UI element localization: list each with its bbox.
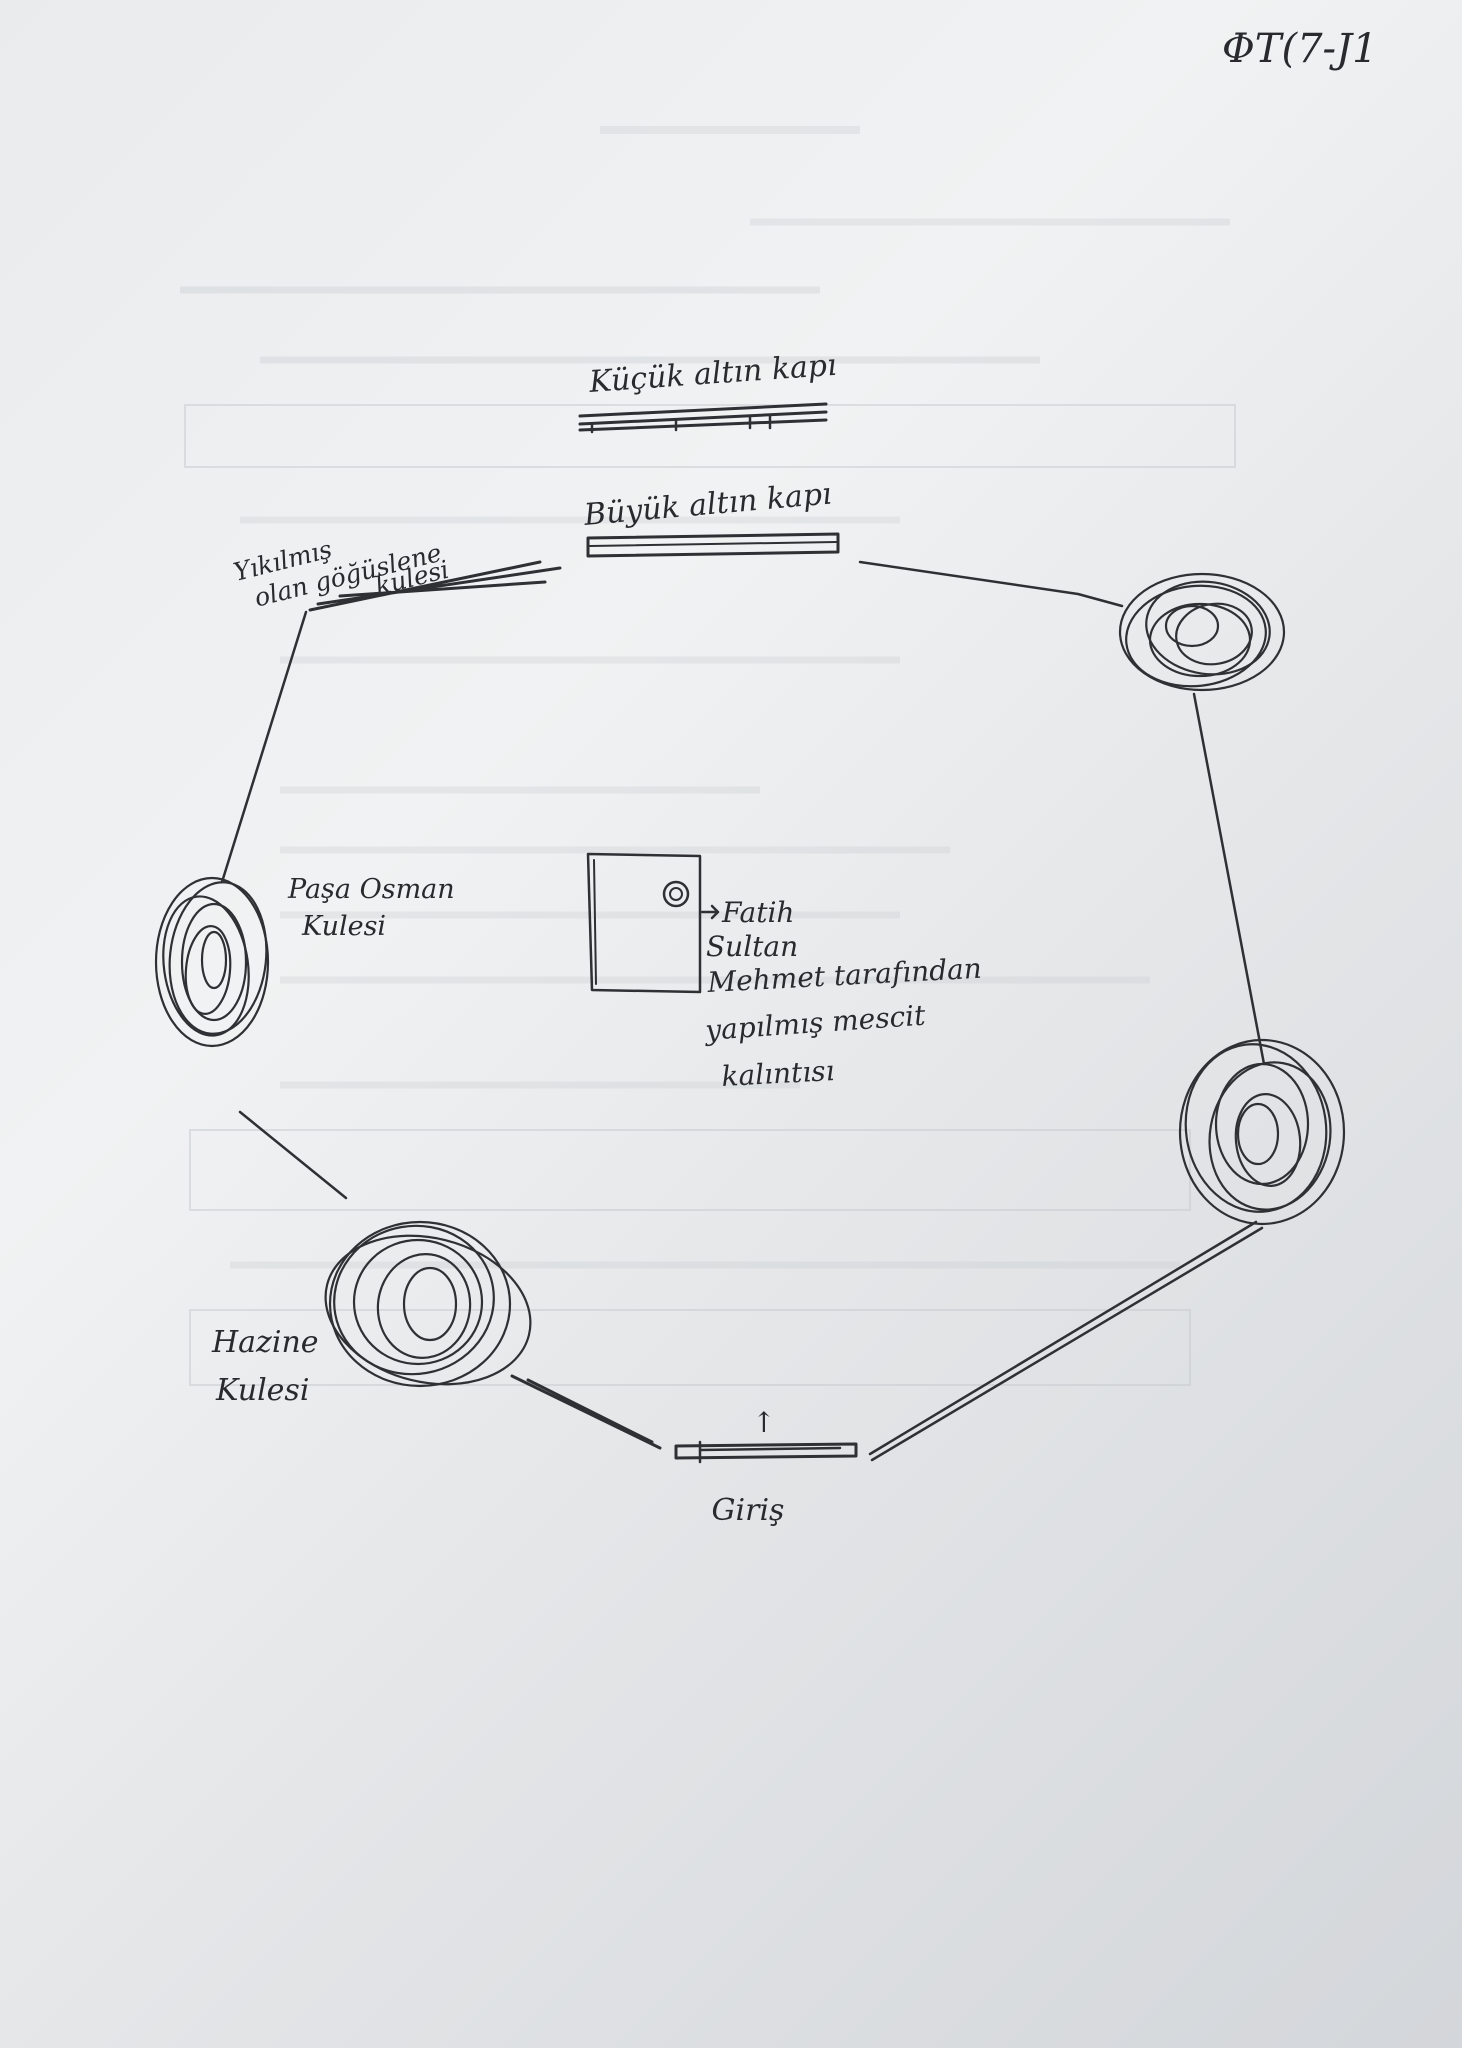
wall-south-east <box>868 1220 1264 1462</box>
bleed-through-text <box>180 126 1236 1386</box>
hazine-tower-label-line-1: Hazine <box>211 1325 319 1360</box>
fortress-walls <box>220 560 1266 1462</box>
tower-pasa-osman <box>154 876 270 1048</box>
wall-west-lower <box>238 1110 348 1200</box>
page-code: ΦT(7-J1 <box>1222 26 1378 72</box>
big-gate-label: Büyük altın kapı <box>582 476 833 533</box>
mosque-label-line-1: Fatih <box>721 896 794 929</box>
tower-east <box>1178 1038 1346 1226</box>
wall-west-upper <box>220 610 308 884</box>
mosque-remains-symbol <box>586 852 720 994</box>
destroyed-tower-label: Yıkılmış olan göğüslene kulesi <box>231 534 452 612</box>
entrance-symbol <box>674 1440 858 1464</box>
wall-destroyed-section <box>308 560 562 612</box>
entrance-arrow: ↑ <box>752 1406 775 1439</box>
small-gate-symbol <box>578 402 828 434</box>
entrance-label: Giriş <box>712 1493 785 1528</box>
hazine-tower-label-line-2: Kulesi <box>215 1373 309 1408</box>
big-gate-symbol <box>586 532 840 558</box>
tower-north-east <box>1118 572 1286 692</box>
pasa-tower-label-line-1: Paşa Osman <box>287 874 455 905</box>
tower-hazine <box>324 1220 532 1388</box>
small-gate-label: Küçük altın kapı <box>587 348 838 400</box>
mosque-label-line-5: kalıntısı <box>721 1054 836 1093</box>
pasa-tower-label-line-2: Kulesi <box>301 911 386 942</box>
wall-east <box>1192 692 1266 1066</box>
wall-south-west <box>510 1374 662 1450</box>
mosque-label-line-2: Sultan <box>706 930 798 963</box>
mosque-label-line-4: yapılmış mescit <box>702 999 927 1047</box>
wall-north-east <box>858 560 1124 608</box>
